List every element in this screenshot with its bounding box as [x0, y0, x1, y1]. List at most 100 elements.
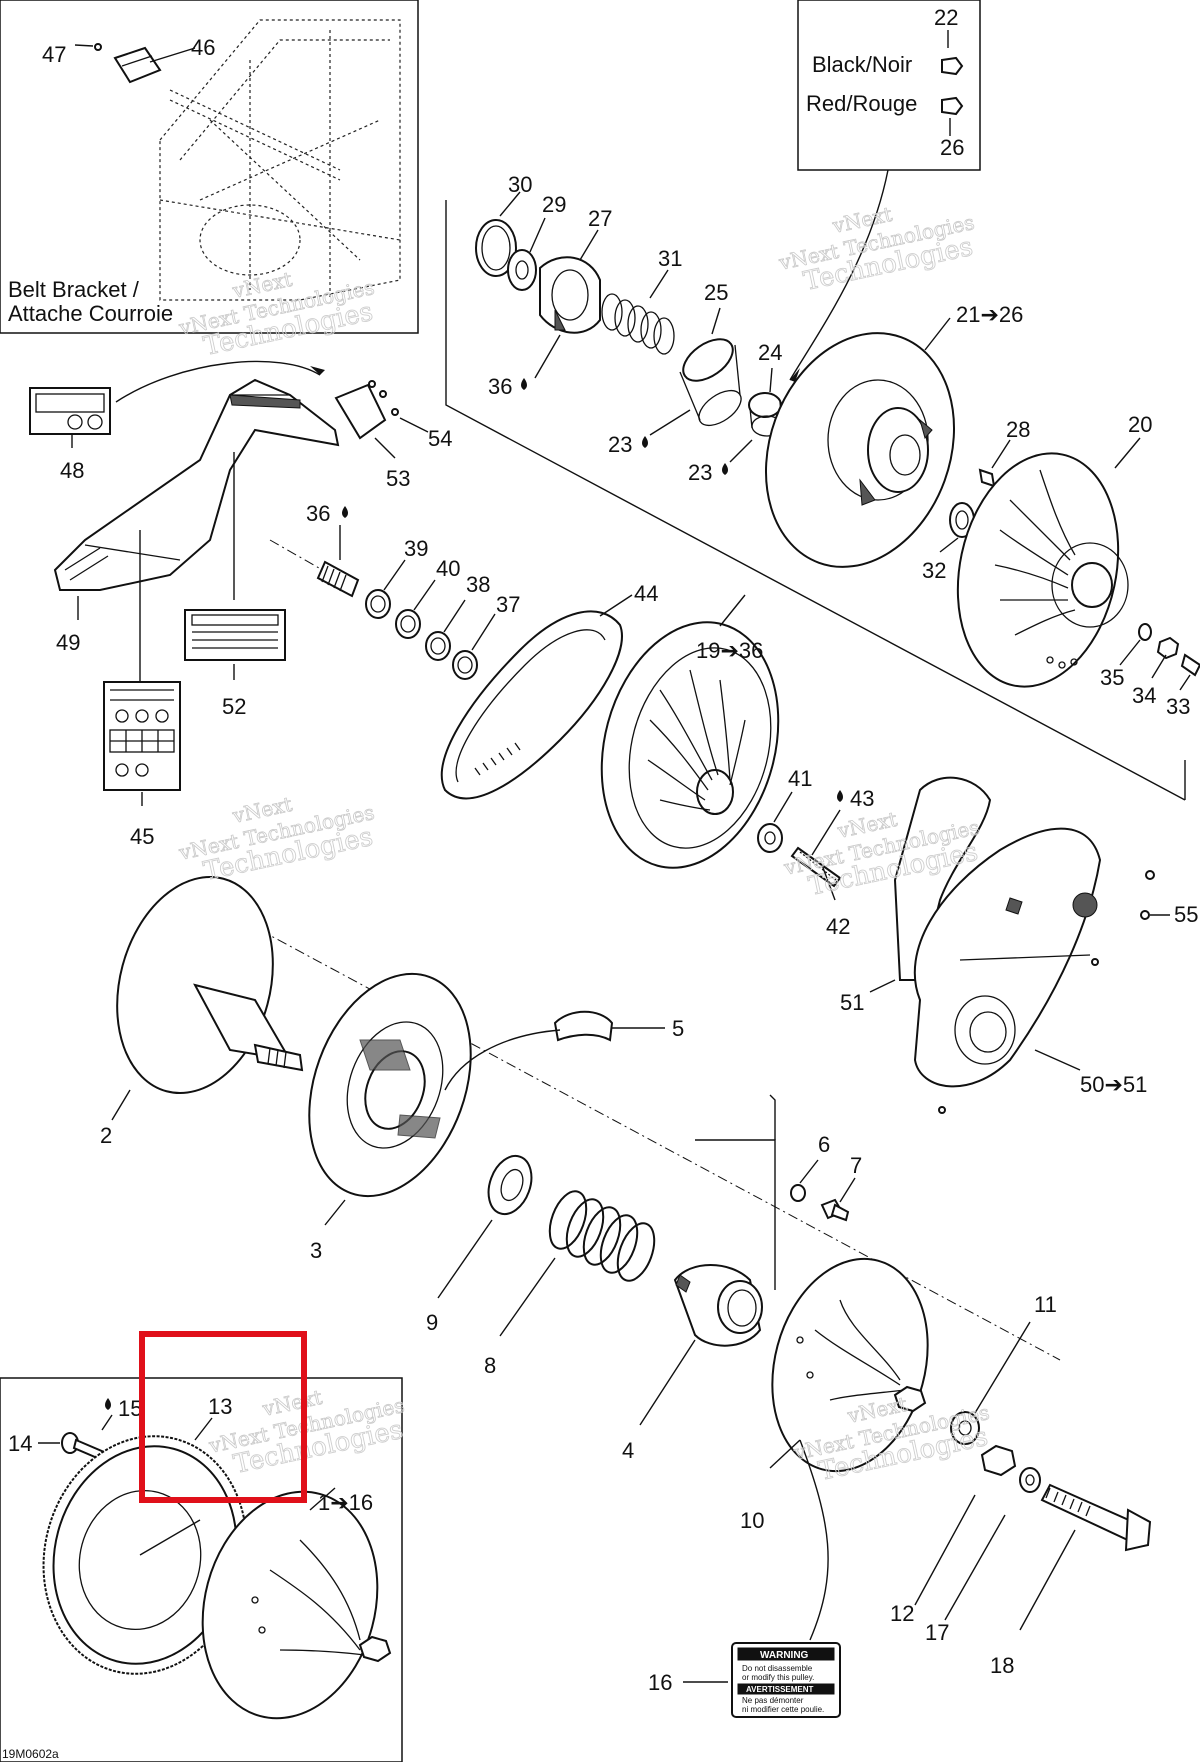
label-37: 37 [496, 592, 520, 617]
label-48: 48 [60, 458, 84, 483]
label-10: 10 [740, 1508, 764, 1533]
fixed-half-2 [116, 875, 304, 1095]
label-14: 14 [8, 1431, 32, 1456]
label-5: 5 [672, 1016, 684, 1041]
label-13: 13 [208, 1394, 232, 1419]
label-28: 28 [1006, 417, 1030, 442]
belt-44 [440, 610, 623, 800]
label-40: 40 [436, 556, 460, 581]
label-11: 11 [1034, 1292, 1057, 1317]
screw-47 [94, 43, 102, 51]
wire-red-label: Red/Rouge [806, 91, 917, 116]
label-26: 26 [940, 135, 964, 160]
decal-52 [184, 609, 286, 661]
washer-39 [365, 589, 391, 619]
circlip-30 [475, 219, 517, 277]
bolt-18 [1040, 1483, 1152, 1552]
label-38: 38 [466, 572, 490, 597]
bracket-53 [334, 383, 387, 440]
washer-38 [425, 631, 451, 661]
key-28 [978, 468, 996, 488]
drive-pulley-assembly: 2 3 5 9 [100, 875, 1152, 1718]
label-32: 32 [922, 558, 946, 583]
label-12: 12 [890, 1601, 914, 1626]
label-51: 51 [840, 990, 864, 1015]
warning-line4: ni modifier cette poulie. [742, 1705, 824, 1714]
label-16: 16 [648, 1670, 672, 1695]
driven-pulley-assembly: 30 29 27 36 31 [445, 172, 1200, 939]
inset-title-line1: Belt Bracket / [8, 277, 140, 302]
drive-pulley-1 [201, 1490, 392, 1720]
label-33: 33 [1166, 694, 1190, 719]
label-17: 17 [925, 1620, 949, 1645]
bracket-part-46 [113, 46, 162, 84]
belt-guard-group: 48 49 53 54 [29, 360, 452, 849]
washer-6 [790, 1184, 806, 1202]
label-1-16: 1➔16 [318, 1490, 373, 1515]
washer-17 [1019, 1467, 1041, 1493]
decal-45 [103, 681, 181, 791]
warning-line2: or modify this pulley. [742, 1673, 814, 1682]
label-36b: 36 [306, 501, 330, 526]
label-6: 6 [818, 1132, 830, 1157]
label-42: 42 [826, 914, 850, 939]
label-23b: 23 [688, 460, 712, 485]
label-36a: 36 [488, 374, 512, 399]
label-22: 22 [934, 5, 958, 30]
spacer-group: 36 39 40 38 37 [269, 501, 658, 800]
label-53: 53 [386, 466, 410, 491]
spring-31 [601, 293, 675, 355]
washer-37 [452, 650, 478, 680]
washer-9 [487, 1154, 533, 1216]
label-24: 24 [758, 340, 782, 365]
label-25: 25 [704, 280, 728, 305]
label-49: 49 [56, 630, 80, 655]
cam-27 [539, 256, 601, 334]
washer-11 [950, 1411, 980, 1445]
drop-icon [521, 378, 527, 390]
drop-icon [105, 1398, 111, 1410]
drop-icon [642, 436, 648, 448]
drop-icon [342, 506, 348, 518]
label-50-51: 50➔51 [1080, 1072, 1147, 1097]
label-9: 9 [426, 1310, 438, 1335]
washer-29 [507, 249, 537, 291]
label-15: 15 [118, 1396, 142, 1421]
warning-line3: Ne pas démonter [742, 1696, 804, 1705]
movable-sheave-20 [956, 452, 1129, 688]
label-19-36: 19➔36 [696, 638, 763, 663]
decal-48 [29, 387, 111, 435]
label-45: 45 [130, 824, 154, 849]
black-connector-icon [941, 56, 964, 76]
cvt-cover-group: 51 55 50➔51 [840, 776, 1198, 1114]
highlight-box [139, 1331, 307, 1503]
slider-shoe-5 [553, 1010, 614, 1042]
washer-41 [757, 823, 783, 853]
label-55: 55 [1174, 902, 1198, 927]
label-7: 7 [850, 1153, 862, 1178]
label-30: 30 [508, 172, 532, 197]
label-3: 3 [310, 1238, 322, 1263]
label-8: 8 [484, 1353, 496, 1378]
figure-code: 19M0602a [2, 1747, 59, 1761]
warning-label-16: WARNING Do not disassemble or modify thi… [731, 1642, 841, 1718]
label-44: 44 [634, 581, 658, 606]
label-20: 20 [1128, 412, 1152, 437]
label-4: 4 [622, 1438, 634, 1463]
warning-title: WARNING [760, 1650, 809, 1661]
washer-35 [1138, 623, 1152, 641]
label-52: 52 [222, 694, 246, 719]
belt-bracket-inset: 47 46 Belt Bracket / Attache Courroie [0, 0, 419, 334]
wire-color-inset: 22 Black/Noir Red/Rouge 26 [797, 0, 981, 171]
label-18: 18 [990, 1653, 1014, 1678]
fixed-sheave-21 [764, 332, 956, 568]
label-43: 43 [850, 786, 874, 811]
label-54: 54 [428, 426, 452, 451]
bolt-33 [1180, 653, 1200, 677]
label-47: 47 [42, 42, 66, 67]
label-21-26: 21➔26 [956, 302, 1023, 327]
inset-title-line2: Attache Courroie [8, 301, 173, 326]
screws-54 [368, 380, 399, 416]
washer-40 [395, 609, 421, 639]
